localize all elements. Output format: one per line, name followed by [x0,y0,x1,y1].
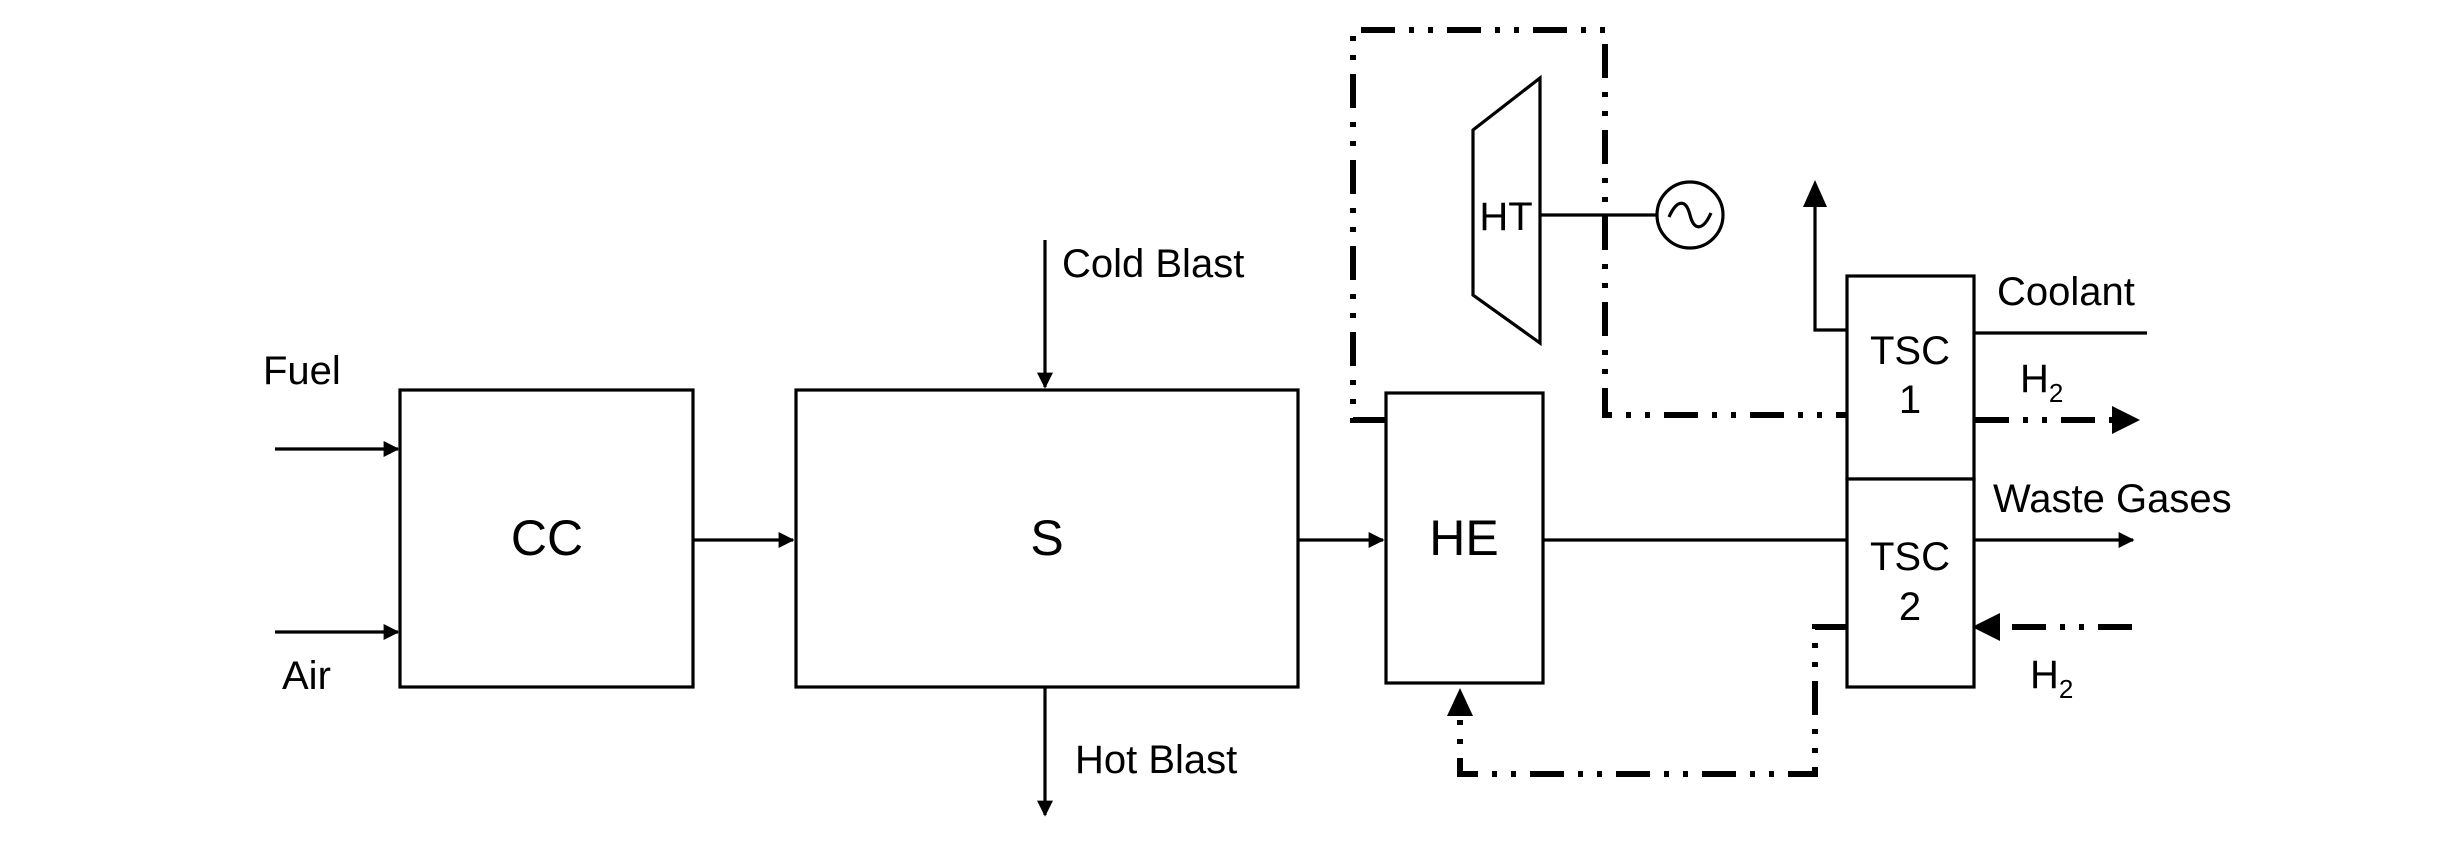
h2-loop-he-to-ht [1350,27,1847,423]
fuel-label: Fuel [263,349,341,393]
cc-block [398,388,695,689]
air-label: Air [282,654,331,698]
tsc1-vent-head [1803,180,1827,207]
tsc2-block [1845,477,1976,689]
tsc1-label-line2: 1 [1899,378,1921,422]
tsc2-label-line1: TSC [1870,535,1950,579]
he-block [1384,391,1545,685]
h2-out-head [2112,406,2140,434]
h2-return-to-he [1457,624,1847,777]
hot-blast-label: Hot Blast [1075,738,1237,782]
tsc1-vent-arrow [1812,184,1847,332]
cc-label: CC [511,510,583,566]
ht-label: HT [1479,195,1532,239]
tsc1-label-line1: TSC [1870,329,1950,373]
ht-turbine [1471,74,1542,347]
generator-icon [1655,180,1725,250]
h2-in-label: H2 [2030,653,2073,704]
h2-return-head [1447,688,1473,716]
coolant-label: Coolant [1997,270,2135,314]
waste-gases-label: Waste Gases [1993,477,2232,521]
he-label: HE [1429,510,1498,566]
s-block [794,388,1300,689]
cold-blast-label: Cold Blast [1062,242,1244,286]
s-label: S [1030,510,1063,566]
h2-out-label: H2 [2020,357,2063,408]
tsc1-block [1845,274,1976,481]
h2-in-head [1972,613,2000,641]
tsc2-label-line2: 2 [1899,585,1921,629]
